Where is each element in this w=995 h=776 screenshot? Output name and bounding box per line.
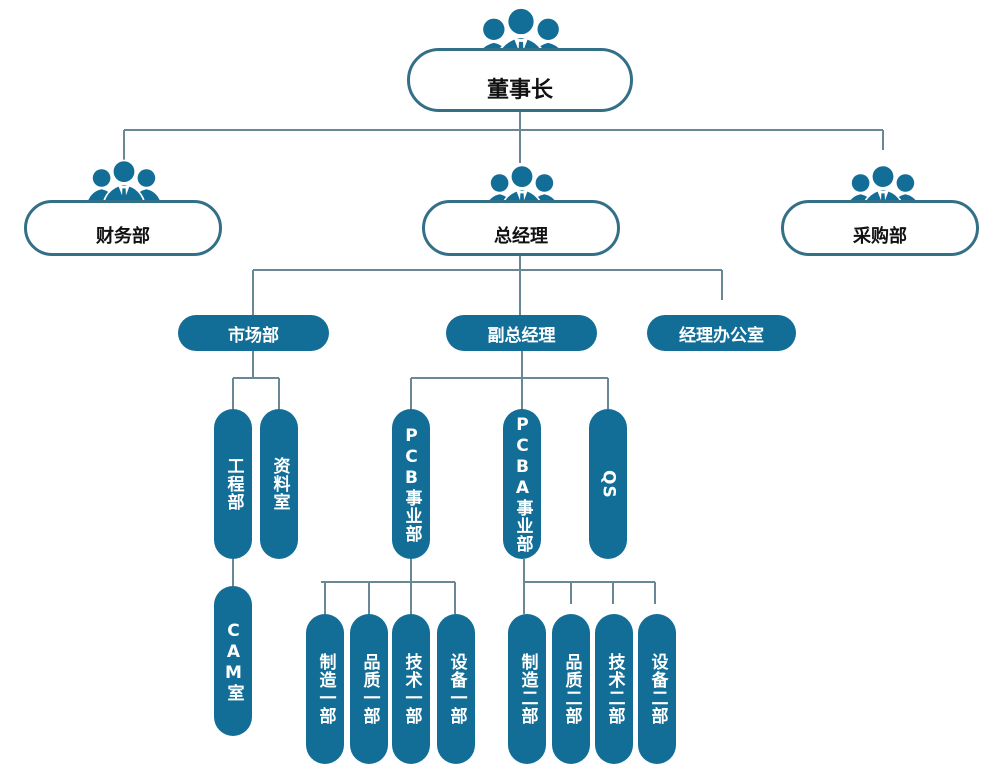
gm-office: 经理办公室: [647, 315, 796, 351]
general-manager-label: 总经理: [494, 226, 548, 247]
market-dept: 市场部: [178, 315, 329, 351]
qs-label: QS: [598, 469, 619, 499]
pcba-dept-label: 品质二部: [561, 653, 582, 725]
deputy-gm: 副总经理: [446, 315, 597, 351]
pcba-dept: 技术二部: [595, 614, 633, 764]
pcb-dept: 品质一部: [350, 614, 388, 764]
pcb-division: PCB事业部: [392, 409, 430, 559]
pcb-division-label: PCB事业部: [401, 425, 422, 543]
purchasing-box: 采购部: [781, 200, 979, 256]
pcb-dept: 设备一部: [437, 614, 475, 764]
engineering-dept: 工程部: [214, 409, 252, 559]
pcba-dept: 制造二部: [508, 614, 546, 764]
purchasing-label: 采购部: [853, 226, 907, 247]
pcb-dept-label: 制造一部: [315, 653, 336, 725]
pcb-dept-label: 设备一部: [446, 653, 467, 725]
pcba-division: PCBA事业部: [503, 409, 541, 559]
chairman-box: 董事长: [407, 48, 633, 112]
deputy-gm-label: 副总经理: [487, 325, 556, 346]
market-label: 市场部: [228, 325, 279, 346]
finance-box: 财务部: [24, 200, 222, 256]
pcb-dept: 技术一部: [392, 614, 430, 764]
gm-office-label: 经理办公室: [679, 325, 764, 346]
qs-dept: QS: [589, 409, 627, 559]
pcba-dept-label: 设备二部: [647, 653, 668, 725]
pcba-division-label: PCBA事业部: [512, 415, 533, 553]
finance-label: 财务部: [96, 226, 150, 247]
pcb-dept: 制造一部: [306, 614, 344, 764]
general-manager-box: 总经理: [422, 200, 620, 256]
pcb-dept-label: 品质一部: [359, 653, 380, 725]
pcba-dept: 设备二部: [638, 614, 676, 764]
pcba-dept: 品质二部: [552, 614, 590, 764]
cam-label: CAM室: [223, 620, 244, 702]
documents-label: 资料室: [269, 457, 290, 511]
pcb-dept-label: 技术一部: [401, 653, 422, 725]
pcba-dept-label: 制造二部: [517, 653, 538, 725]
cam-room: CAM室: [214, 586, 252, 736]
pcba-dept-label: 技术二部: [604, 653, 625, 725]
chairman-label: 董事长: [486, 78, 553, 103]
documents-room: 资料室: [260, 409, 298, 559]
engineering-label: 工程部: [223, 457, 244, 511]
